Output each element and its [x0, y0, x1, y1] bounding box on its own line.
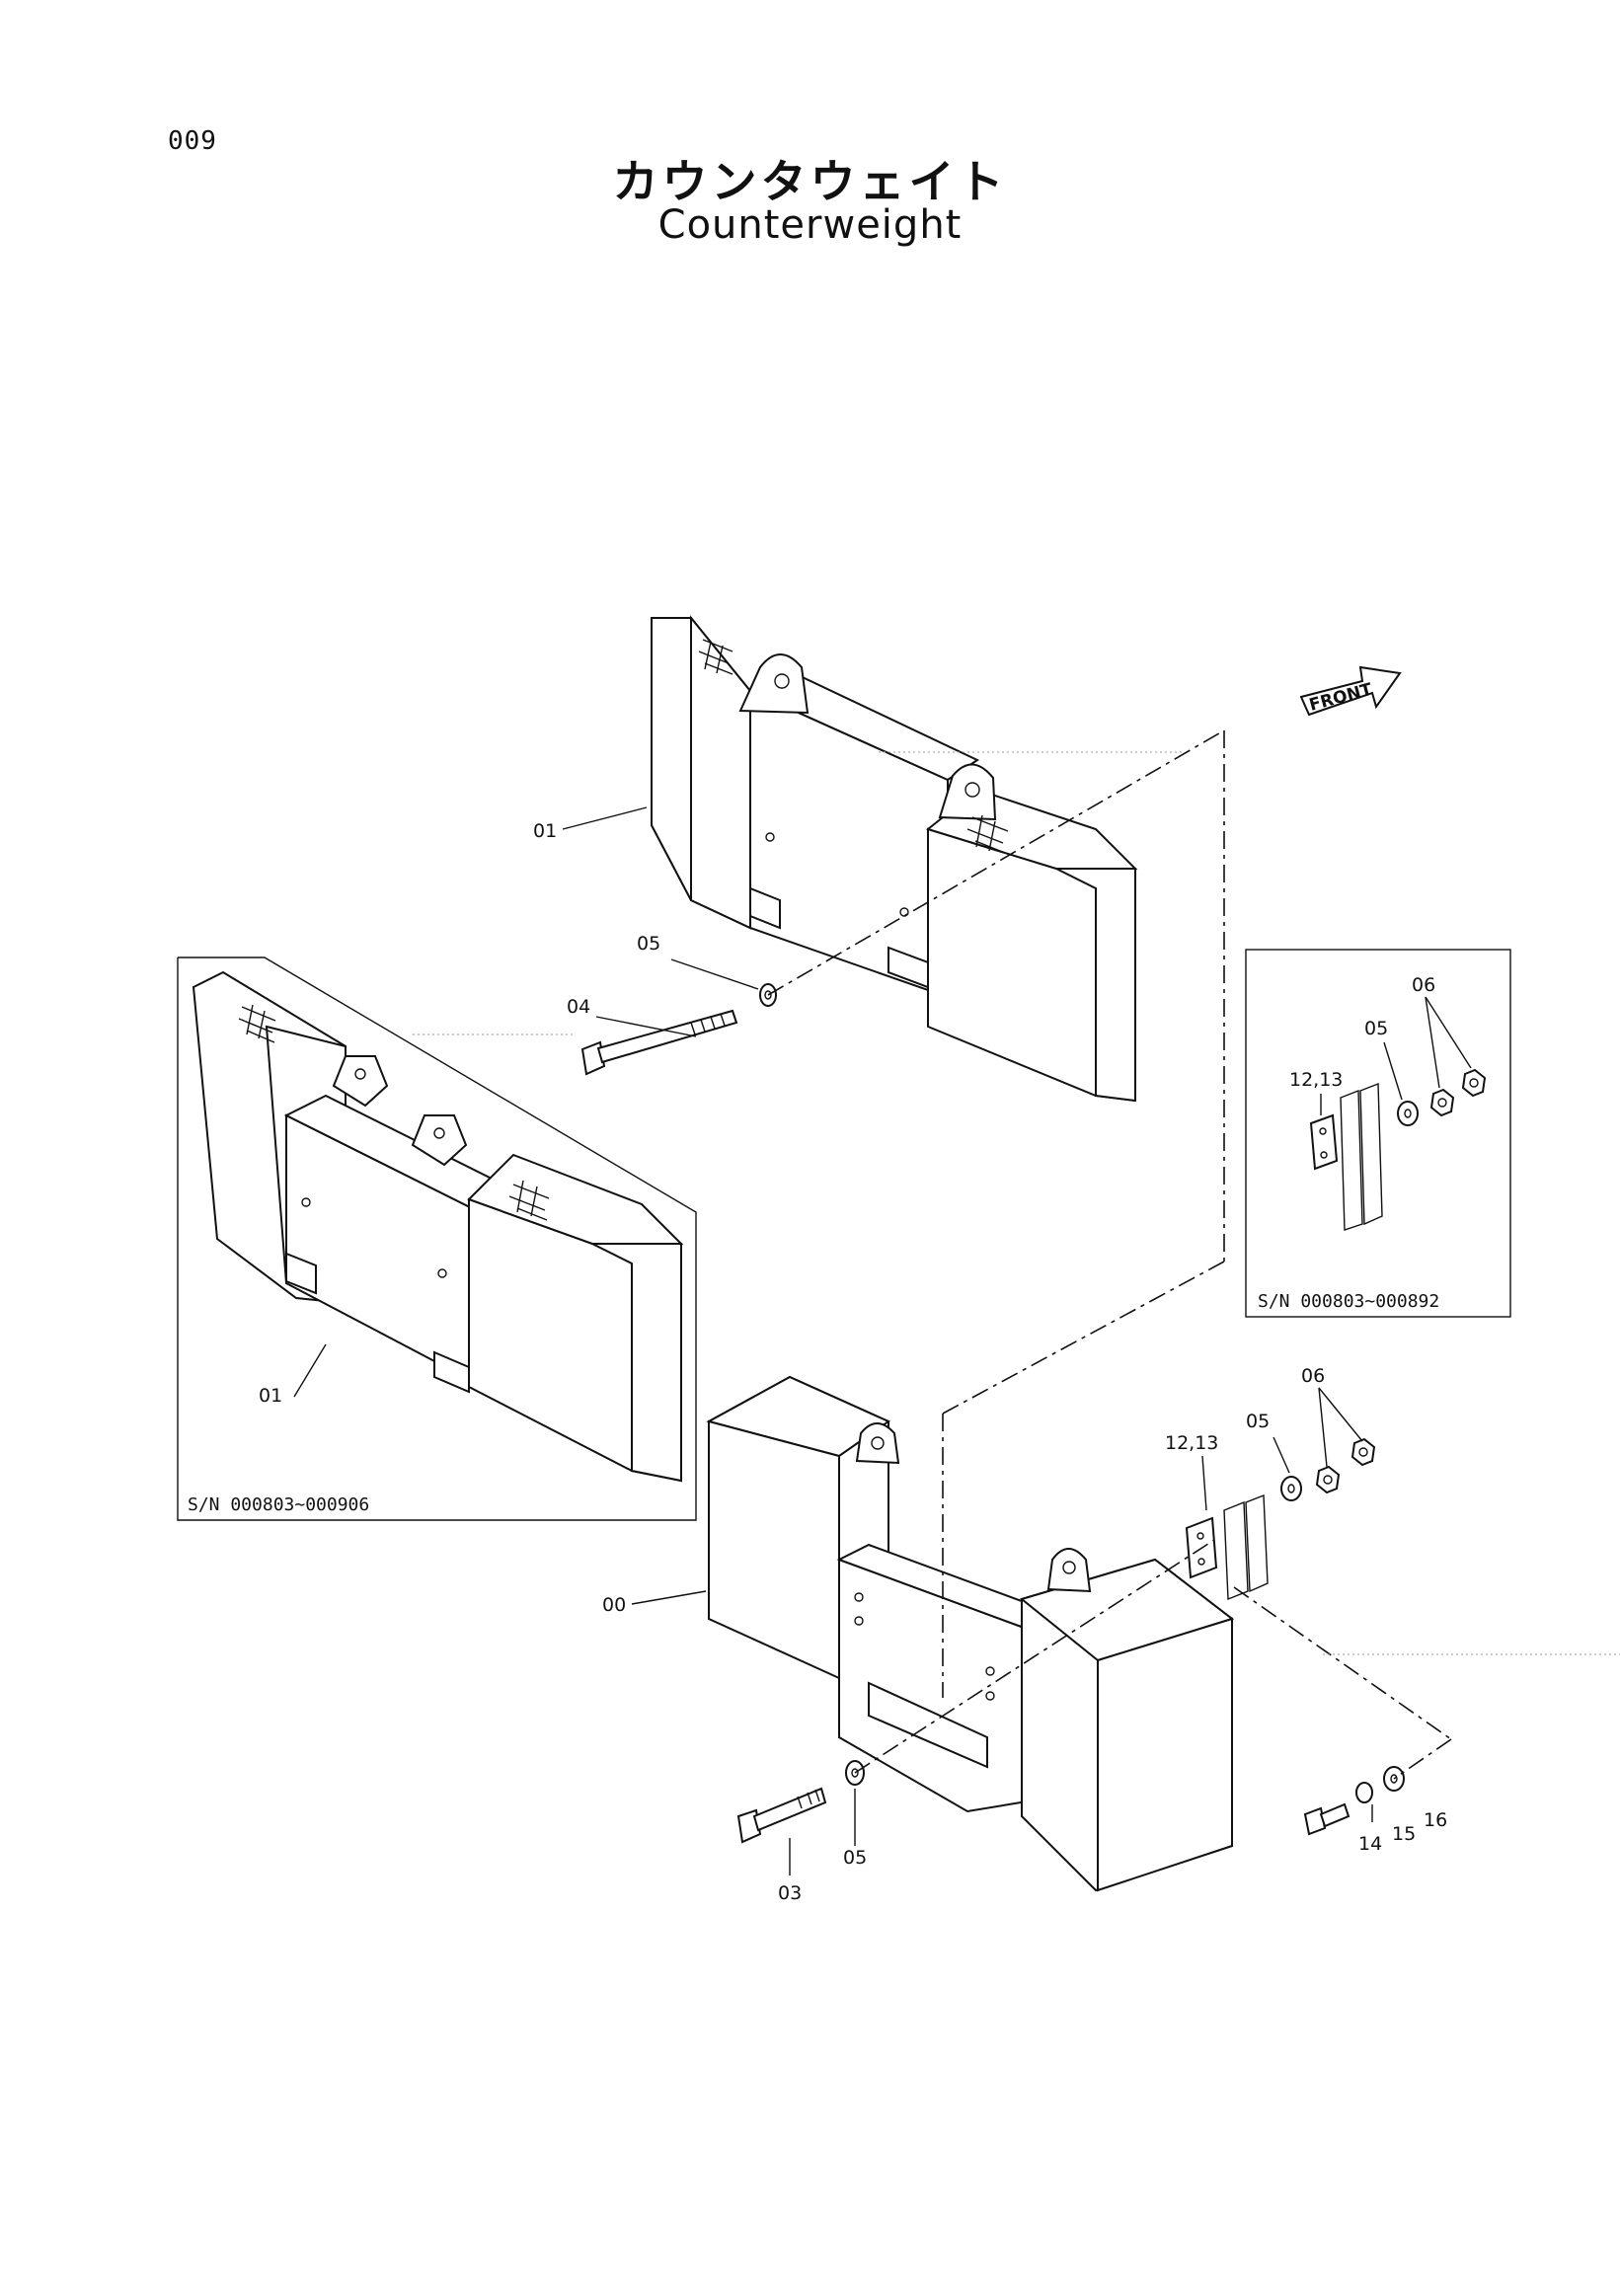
washer-icon — [1280, 1476, 1302, 1501]
right-inset-detail — [1245, 949, 1511, 1318]
callout-right-nuts: 06 — [1301, 1365, 1325, 1387]
callout-small-bolt: 14 — [1358, 1833, 1382, 1855]
front-label: FRONT — [1307, 680, 1374, 716]
bolt-icon — [580, 1009, 738, 1076]
bolt-icon — [1303, 1802, 1350, 1836]
callout-upper-bolt: 04 — [567, 996, 590, 1018]
callout-upper-counterweight: 01 — [533, 820, 557, 842]
main-counterweight — [706, 1375, 1235, 1892]
bolt-icon — [736, 1787, 827, 1844]
callout-main-counterweight: 00 — [602, 1594, 626, 1616]
callout-left-counterweight: 01 — [259, 1385, 282, 1407]
title-english: Counterweight — [657, 202, 963, 248]
nut-icon — [1315, 1465, 1341, 1494]
serial-range-right: S/N 000803~000892 — [1258, 1291, 1439, 1312]
assembly-centerlines — [413, 729, 1620, 1780]
callout-inset-nuts: 06 — [1412, 974, 1435, 996]
lifting-bracket-icon — [411, 1114, 468, 1167]
serial-range-left: S/N 000803~000906 — [188, 1494, 369, 1515]
nut-icon — [1350, 1437, 1376, 1467]
callout-lower-washer: 05 — [843, 1847, 867, 1869]
lifting-eye-icon — [1046, 1548, 1092, 1593]
hatch-mark-icon — [698, 639, 1009, 854]
washer-icon — [1397, 1101, 1419, 1126]
callout-right-plate: 12,13 — [1165, 1432, 1218, 1454]
callout-lower-bolt: 03 — [778, 1882, 802, 1904]
lifting-bracket-icon — [332, 1055, 389, 1108]
front-direction-icon: FRONT — [1299, 665, 1402, 717]
hatch-mark-icon — [238, 1004, 550, 1221]
callout-inset-plate: 12,13 — [1289, 1069, 1343, 1091]
left-inset-counterweight — [177, 957, 697, 1521]
callout-right-washer: 05 — [1246, 1411, 1270, 1432]
spring-washer-icon — [1355, 1782, 1373, 1803]
lifting-eye-icon — [855, 1422, 900, 1465]
upper-counterweight — [651, 615, 1138, 1103]
plate-icon — [1309, 1113, 1339, 1171]
callout-inset-washer: 05 — [1364, 1018, 1388, 1039]
page-number: 009 — [168, 126, 217, 156]
lifting-eye-icon — [938, 763, 997, 821]
callout-upper-washer: 05 — [637, 933, 660, 955]
leader-lines — [293, 806, 1472, 1875]
title-japanese: カウンタウェイト — [612, 155, 1008, 208]
nut-icon — [1461, 1068, 1487, 1098]
callout-spring-washer: 15 — [1392, 1823, 1416, 1845]
nut-icon — [1429, 1088, 1455, 1117]
callout-flat-washer: 16 — [1424, 1809, 1447, 1831]
lifting-eye-icon — [738, 653, 810, 715]
